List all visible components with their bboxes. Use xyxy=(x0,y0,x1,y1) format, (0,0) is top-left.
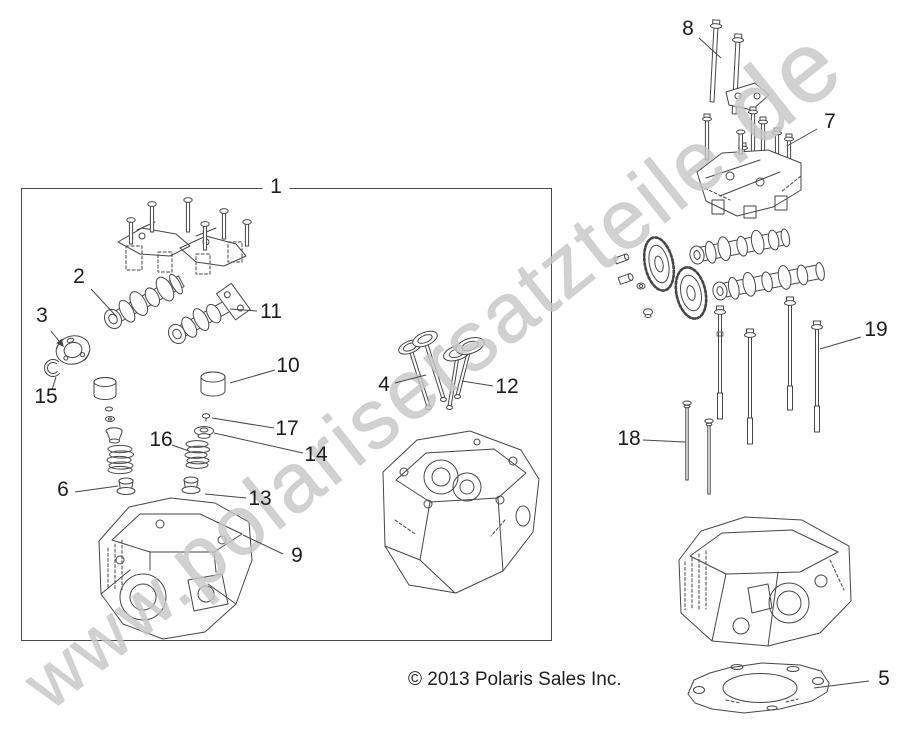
camshaft-rear-drawing xyxy=(167,282,251,345)
callout-3-leader-line xyxy=(50,330,64,348)
callout-11-leader-line xyxy=(229,308,258,312)
stud-group-18-drawing xyxy=(682,400,714,495)
assembled-cylinder-head-drawing xyxy=(382,430,540,594)
valve-seal-drawings xyxy=(116,476,201,495)
cylinder-block-drawing xyxy=(678,516,852,647)
callout-12-label: 12 xyxy=(495,375,518,398)
callout-5-leader-line xyxy=(813,680,870,689)
callout-14-label: 14 xyxy=(304,443,328,466)
callout-8-leader-line xyxy=(698,37,722,59)
cam-carrier-drawing xyxy=(696,129,802,219)
head-bolt-group-19-drawing xyxy=(714,296,823,445)
callout-19-label: 19 xyxy=(864,318,887,341)
callout-14-leader-line xyxy=(213,432,304,454)
cylinder-gasket-drawing xyxy=(687,662,830,714)
callout-15-label: 15 xyxy=(34,385,57,408)
callout-18-label: 18 xyxy=(617,427,640,450)
callout-3-label: 3 xyxy=(36,304,48,327)
circlip-drawing xyxy=(44,359,62,377)
callout-9-label: 9 xyxy=(291,544,303,567)
callout-16-leader-line xyxy=(171,444,190,452)
callout-4-leader-line xyxy=(394,374,427,384)
small-fastener-drawings xyxy=(613,253,653,318)
bolt-pair-8-drawing xyxy=(709,19,744,115)
group-box-frame xyxy=(21,188,552,641)
callout-17-leader-line xyxy=(211,417,275,429)
callout-2-leader-line xyxy=(90,288,118,318)
valve-spring-drawings xyxy=(106,440,210,475)
cam-sprocket-drawings xyxy=(642,236,708,320)
callout-19-leader-line xyxy=(819,336,862,350)
callout-12-leader-line xyxy=(461,380,494,387)
camshaft-pair-right-drawing xyxy=(689,228,825,301)
callout-16-label: 16 xyxy=(149,428,172,451)
bracket-drawing xyxy=(725,82,770,111)
rocker-arm-assembly-drawing xyxy=(117,197,252,275)
callout-13-label: 13 xyxy=(248,487,271,510)
cylinder-head-drawing xyxy=(98,497,253,640)
callout-10-label: 10 xyxy=(276,354,299,377)
callout-6-leader-line xyxy=(74,485,119,493)
callout-17-label: 17 xyxy=(275,417,298,440)
callout-7-leader-line xyxy=(786,128,818,147)
valve-keeper-drawings xyxy=(105,406,214,444)
callout-2-label: 2 xyxy=(73,265,85,288)
callout-11-label: 11 xyxy=(260,300,282,323)
callout-5-label: 5 xyxy=(878,667,890,690)
callout-10-leader-line xyxy=(229,369,276,384)
camshaft-front-drawing xyxy=(103,273,185,330)
callout-13-leader-line xyxy=(204,493,247,499)
callout-9-leader-line xyxy=(242,534,284,555)
callout-15-leader-line xyxy=(51,376,57,391)
valve-tappet-drawings xyxy=(93,371,226,400)
callout-6-label: 6 xyxy=(57,478,69,501)
callout-8-label: 8 xyxy=(682,17,694,40)
callout-4-label: 4 xyxy=(378,373,390,396)
valve-drawings xyxy=(398,330,485,410)
callout-1-label: 1 xyxy=(270,175,282,198)
copyright-text: © 2013 Polaris Sales Inc. xyxy=(408,669,622,690)
cam-wheel-drawing xyxy=(55,335,91,365)
callout-7-label: 7 xyxy=(824,110,836,133)
callout-18-leader-line xyxy=(642,439,686,443)
